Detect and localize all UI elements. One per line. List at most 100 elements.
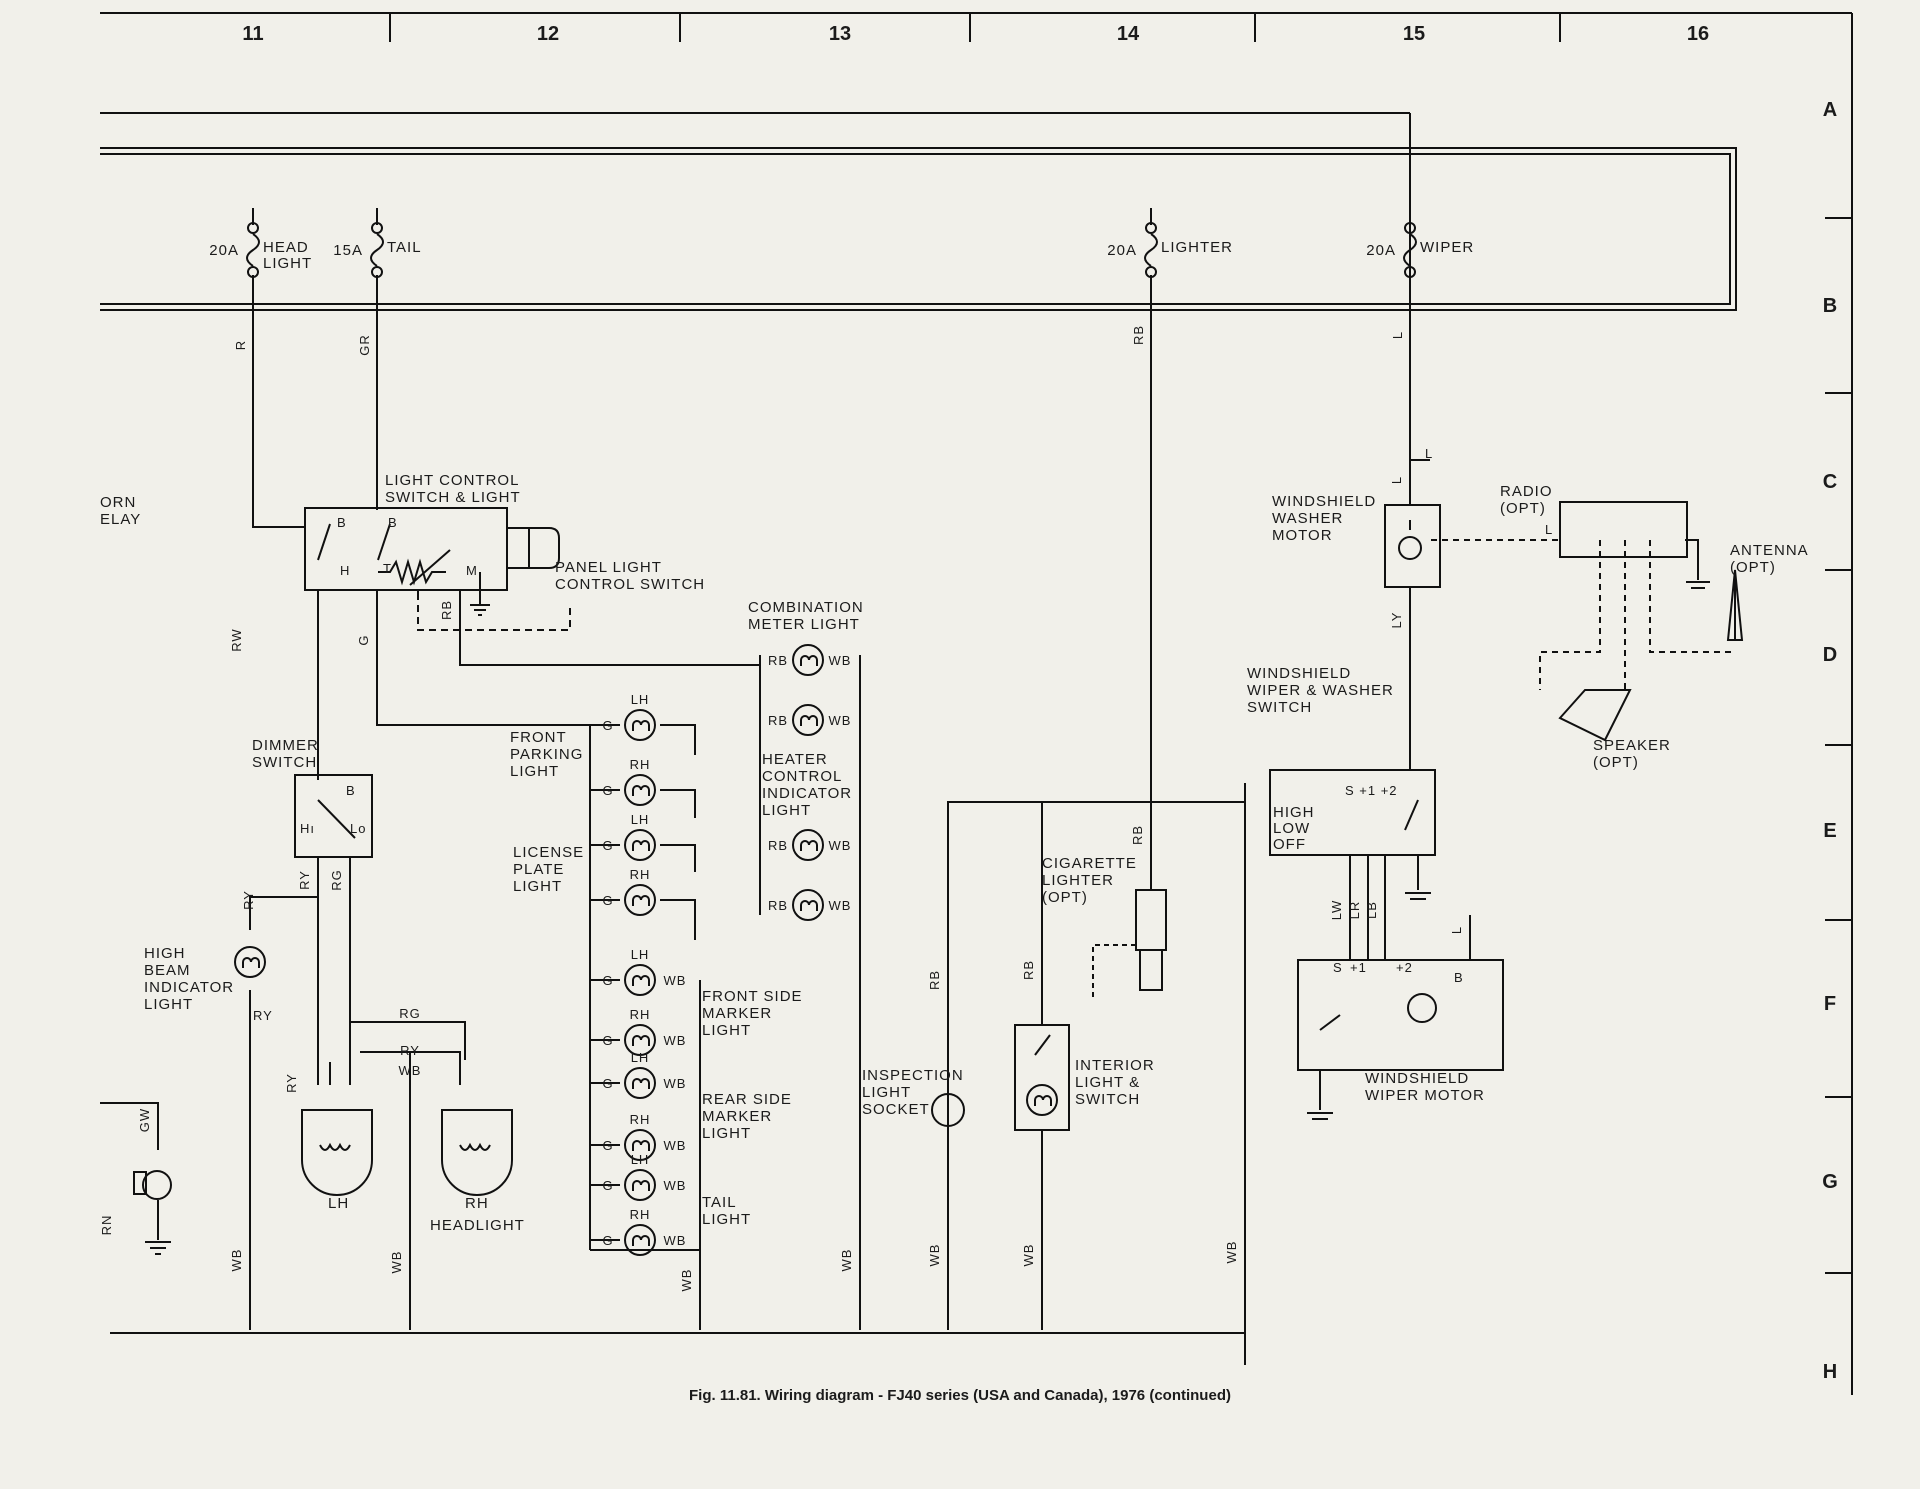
wiper-motor-label-line-1: WIPER MOTOR (1365, 1087, 1485, 1104)
panel-light-label-line-1: CONTROL SWITCH (555, 576, 705, 593)
lamp-3-filament (632, 895, 650, 906)
lamp-side-6: LH (631, 1050, 650, 1065)
fuse-amp-2: 20A (1107, 242, 1137, 259)
terminal-label-11: +2 (1396, 960, 1413, 975)
meter-lamp-1-filament (800, 715, 818, 726)
terminal-label-12: B (1454, 970, 1464, 985)
lamp-wb-9: WB (664, 1233, 687, 1248)
lamp-g-7: G (602, 1138, 613, 1153)
terminal-label-5: B (346, 783, 356, 798)
lamp-4-filament (632, 975, 650, 986)
row-header-F: F (1824, 993, 1836, 1015)
interior-light-label-line-1: LIGHT & (1075, 1074, 1140, 1091)
wiper-switch-label-line-0: WINDSHIELD (1247, 665, 1351, 682)
wire-code-15: WB (839, 1249, 854, 1272)
rear-side-marker-label-line-2: LIGHT (702, 1125, 751, 1142)
washer-motor-label-line-1: WASHER (1272, 510, 1343, 527)
combination-meter-label-line-1: METER LIGHT (748, 616, 860, 633)
front-parking-label-line-0: FRONT (510, 729, 567, 746)
lamp-side-7: RH (630, 1112, 651, 1127)
column-header-15: 15 (1403, 23, 1425, 45)
meter-lamp-wb-3: WB (829, 898, 852, 913)
lamp-wb-5: WB (664, 1033, 687, 1048)
wire-code-25: LR (1347, 901, 1362, 920)
dimmer-switch-label-line-1: SWITCH (252, 754, 317, 771)
figure-caption: Fig. 11.81. Wiring diagram - FJ40 series… (689, 1387, 1231, 1404)
fuse-wire-3: L (1390, 331, 1405, 339)
front-side-marker-label-line-1: MARKER (702, 1005, 772, 1022)
lamp-2-filament (632, 840, 650, 851)
license-plate-label-line-0: LICENSE (513, 844, 584, 861)
light-control-label-line-1: SWITCH & LIGHT (385, 489, 521, 506)
fuse-amp-1: 15A (333, 242, 363, 259)
heater-control-label-line-2: INDICATOR (762, 785, 852, 802)
lamp-6 (624, 1067, 656, 1099)
interior-light-label-line-0: INTERIOR (1075, 1057, 1155, 1074)
high-beam-feed-ry: RY (253, 1008, 273, 1023)
terminal-label-8: S +1 +2 (1345, 783, 1398, 798)
lamp-7 (624, 1129, 656, 1161)
combination-meter-label-line-0: COMBINATION (748, 599, 864, 616)
fuse-terminal-bottom (1404, 266, 1416, 278)
tail-light-label-line-0: TAIL (702, 1194, 737, 1211)
wire-code-8: WB (399, 1063, 422, 1078)
lamp-wb-8: WB (664, 1178, 687, 1193)
antenna-label-line-0: ANTENNA (1730, 542, 1809, 559)
wire-code-7: RY (400, 1043, 420, 1058)
lamp-2 (624, 829, 656, 861)
column-header-16: 16 (1687, 23, 1709, 45)
wire-code-24: LW (1329, 900, 1344, 921)
wire-code-3: RY (297, 870, 312, 890)
wiper-position-off: OFF (1273, 836, 1306, 853)
high-beam-bulb-filament (242, 957, 260, 968)
meter-lamp-3-filament (800, 900, 818, 911)
row-header-D: D (1823, 644, 1837, 666)
lamp-9 (624, 1224, 656, 1256)
lamp-g-4: G (602, 973, 613, 988)
lamp-g-8: G (602, 1178, 613, 1193)
meter-lamp-wb-0: WB (829, 653, 852, 668)
lamp-9-filament (632, 1235, 650, 1246)
lamp-wb-6: WB (664, 1076, 687, 1091)
antenna-label-line-1: (OPT) (1730, 559, 1776, 576)
meter-lamp-0 (792, 644, 824, 676)
wire-code-14: WB (679, 1269, 694, 1292)
wiper-position-high: HIGH (1273, 804, 1315, 821)
fuse-name-1-0: TAIL (387, 239, 422, 256)
lamp-side-9: RH (630, 1207, 651, 1222)
lamp-0 (624, 709, 656, 741)
wiper-motor-symbol (1407, 993, 1437, 1023)
lamp-side-1: RH (630, 757, 651, 772)
meter-lamp-3 (792, 889, 824, 921)
fuse-terminal-bottom (1145, 266, 1157, 278)
front-parking-label-line-1: PARKING (510, 746, 583, 763)
lamp-1 (624, 774, 656, 806)
speaker-label-line-0: SPEAKER (1593, 737, 1671, 754)
cigarette-lighter-label-line-0: CIGARETTE (1042, 855, 1137, 872)
fuse-terminal-bottom (247, 266, 259, 278)
lamp-g-6: G (602, 1076, 613, 1091)
wire-code-6: RG (399, 1006, 421, 1021)
wire-code-9: RY (284, 1073, 299, 1093)
fuse-name-0-1: LIGHT (263, 255, 312, 272)
washer-motor-symbol (1398, 536, 1422, 560)
wire-code-1: G (356, 634, 371, 645)
wire-code-20: RB (1021, 960, 1036, 980)
meter-lamp-2-filament (800, 840, 818, 851)
headlight-label: HEADLIGHT (430, 1217, 525, 1234)
headlight-rh-label: RH (465, 1195, 489, 1212)
wire-code-0: RW (229, 628, 244, 651)
column-header-13: 13 (829, 23, 851, 45)
washer-motor-label-line-2: MOTOR (1272, 527, 1333, 544)
fuse-terminal-top (1404, 222, 1416, 234)
wire-code-27: L (1449, 926, 1464, 934)
column-header-12: 12 (537, 23, 559, 45)
lamp-g-9: G (602, 1233, 613, 1248)
lamp-wb-7: WB (664, 1138, 687, 1153)
row-header-C: C (1823, 471, 1837, 493)
row-header-H: H (1823, 1361, 1837, 1383)
meter-lamp-rb-0: RB (768, 653, 788, 668)
column-header-14: 14 (1117, 23, 1140, 45)
